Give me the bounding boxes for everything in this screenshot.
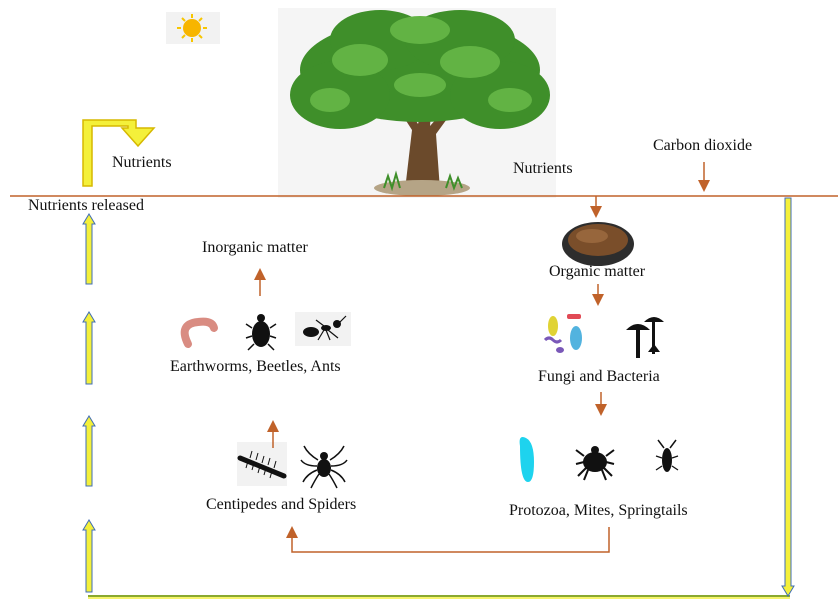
protozoa-to-centipedes-arrow	[292, 527, 609, 552]
up-arrow-3	[83, 416, 95, 486]
inorganic-matter-label: Inorganic matter	[202, 239, 308, 257]
organic-matter-label: Organic matter	[549, 263, 645, 281]
centipedes-spiders-label: Centipedes and Spiders	[206, 496, 356, 514]
up-arrow-2	[83, 312, 95, 384]
up-arrow-1	[83, 214, 95, 284]
protozoa-mites-springtails-label: Protozoa, Mites, Springtails	[509, 502, 688, 520]
beetle-icon	[246, 314, 276, 350]
fungi-bacteria-label: Fungi and Bacteria	[538, 368, 660, 386]
centipede-icon	[237, 442, 287, 486]
nutrients-return-arrow	[83, 120, 154, 186]
nutrients-top-label: Nutrients	[112, 154, 172, 172]
earthworm-icon	[185, 322, 214, 344]
sun-icon	[166, 12, 220, 44]
fungi-icon	[626, 317, 664, 358]
springtail-icon	[656, 440, 678, 472]
ant-icon	[295, 312, 351, 346]
right-down-arrow	[782, 198, 794, 596]
up-arrow-4	[83, 520, 95, 592]
mite-icon	[576, 446, 614, 480]
organic-matter-icon	[562, 222, 634, 266]
bacteria-icon	[545, 314, 582, 353]
nutrients-up-arrows	[83, 214, 95, 592]
nutrients-mid-label: Nutrients	[513, 160, 573, 178]
earthworms-beetles-ants-label: Earthworms, Beetles, Ants	[170, 358, 341, 376]
spider-icon	[301, 446, 347, 488]
protozoa-icon	[520, 437, 534, 482]
carbon-dioxide-label: Carbon dioxide	[653, 137, 752, 155]
nutrients-released-label: Nutrients released	[28, 197, 144, 215]
